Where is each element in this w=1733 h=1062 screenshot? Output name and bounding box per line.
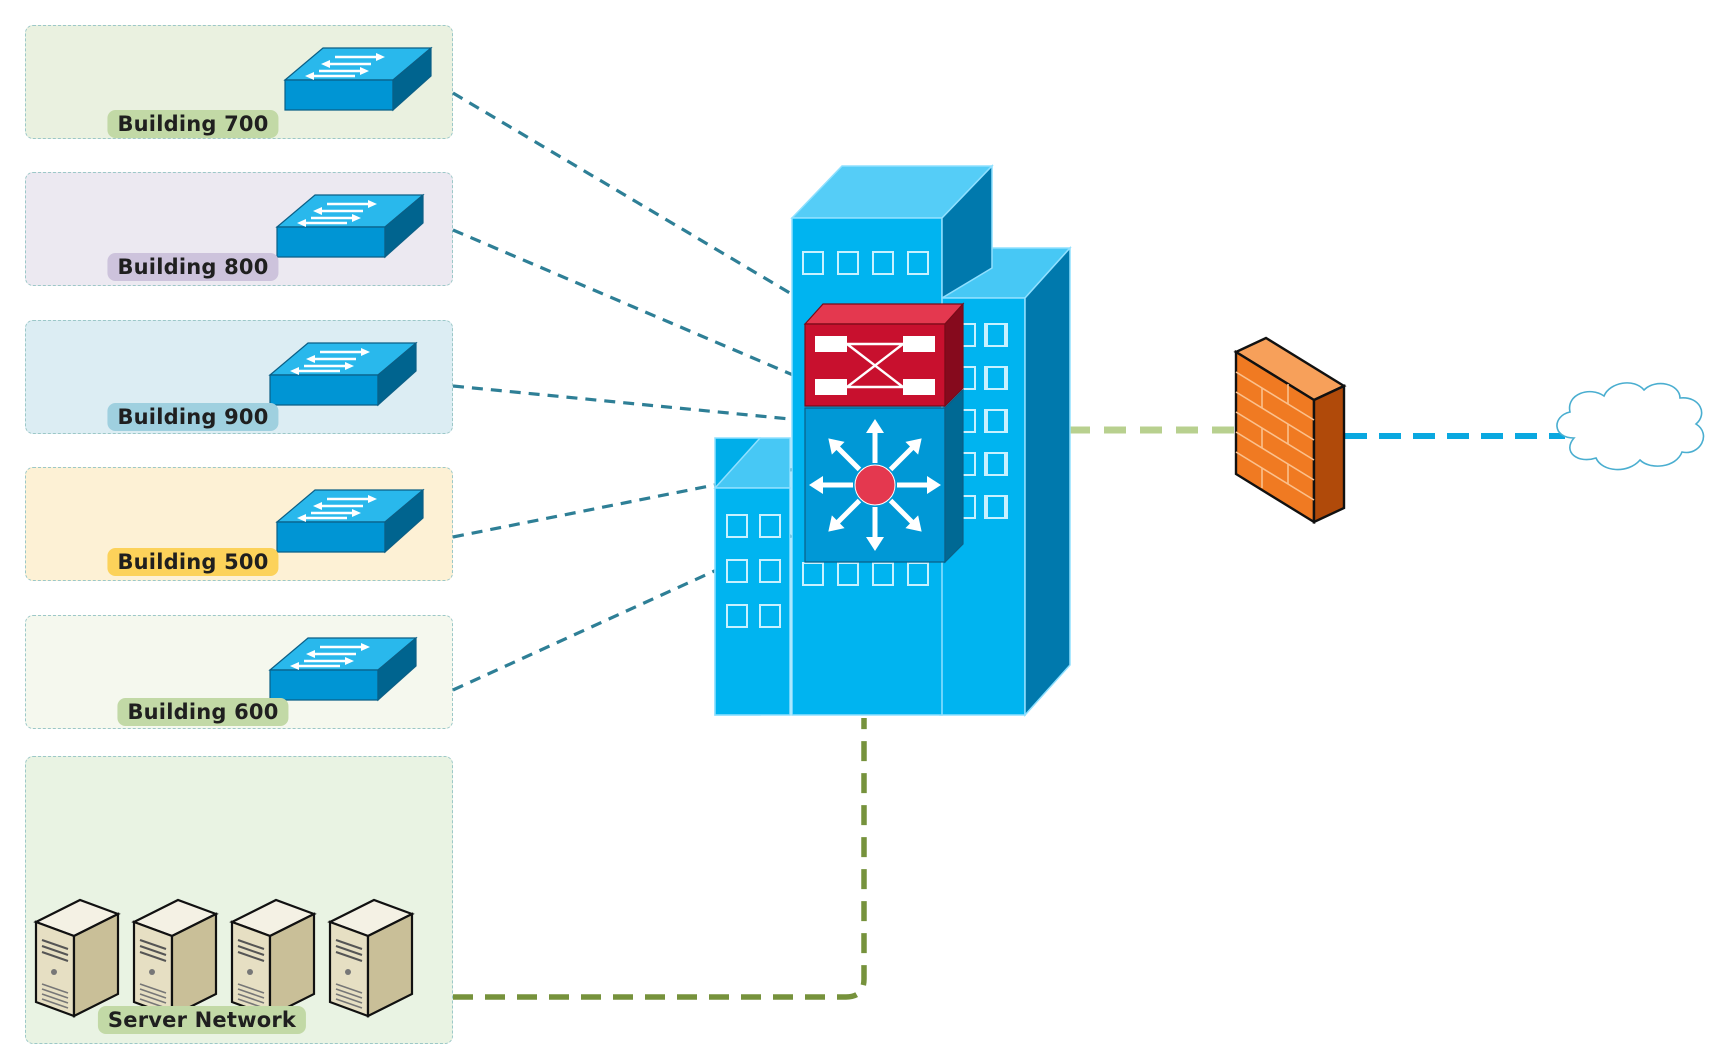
switch-icon-group-building-700 [283,46,433,112]
group-building-500-label: Building 500 [107,548,279,576]
link-group-building-700 [452,91,806,304]
router-icon [803,302,965,408]
link-group-building-800 [452,228,801,380]
link-group-building-600 [452,530,801,692]
link-server-network [453,718,867,1000]
server-icon-1 [33,898,121,1018]
link-group-building-900 [452,384,801,422]
server-icon-3 [229,898,317,1018]
firewall-icon [1233,336,1347,525]
group-server-network-label: Server Network [97,1006,307,1034]
group-building-600-label: Building 600 [117,698,289,726]
group-building-800-label: Building 800 [107,253,279,281]
server-icon-4 [327,898,415,1018]
layer3-switch-icon [804,388,964,564]
switch-icon-group-building-900 [268,341,418,407]
switch-icon-group-building-500 [275,488,425,554]
switch-icon-group-building-600 [268,636,418,702]
server-icon-2 [131,898,219,1018]
group-building-700-label: Building 700 [107,110,279,138]
switch-icon-group-building-800 [275,193,425,259]
group-building-900-label: Building 900 [107,403,279,431]
cloud-icon [1556,382,1705,471]
